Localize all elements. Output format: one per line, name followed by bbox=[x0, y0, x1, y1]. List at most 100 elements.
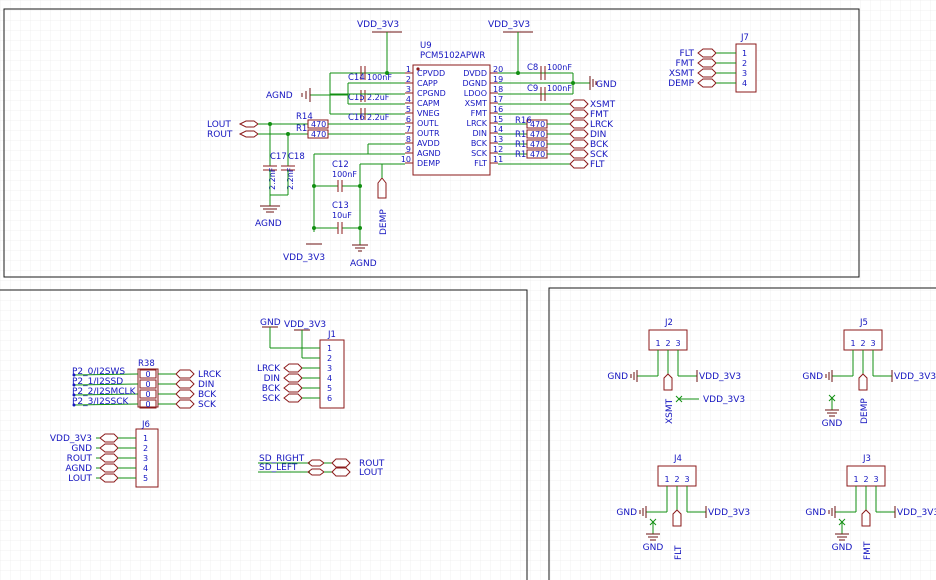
sd-port-lout[interactable] bbox=[331, 467, 351, 477]
switch-j2-vdd-label: VDD_3V3 bbox=[699, 372, 741, 382]
c8-ref: C8 bbox=[527, 63, 538, 73]
gnd-label-top-right: GND bbox=[596, 80, 617, 90]
u9-pin-name-capm: CAPM bbox=[417, 99, 440, 108]
c16-value: 2.2uF bbox=[367, 113, 390, 122]
res-sck-value: 470 bbox=[530, 150, 545, 159]
switch-j2-mid-port[interactable] bbox=[663, 373, 673, 391]
res-din-value: 470 bbox=[530, 130, 545, 139]
switch-j4-pin-2: 2 bbox=[674, 475, 679, 484]
j1-vdd-supply: VDD_3V3 bbox=[284, 320, 326, 359]
j6-pin-5: 5 bbox=[143, 474, 148, 483]
u9-pin-num-3: 3 bbox=[406, 85, 411, 94]
u9-pin-name-xsmt: XSMT bbox=[465, 99, 487, 108]
c13-ref: C13 bbox=[332, 201, 349, 211]
r38-port-1[interactable] bbox=[175, 379, 195, 389]
u9-part: PCM5102APWR bbox=[420, 51, 485, 61]
port-flt[interactable] bbox=[569, 159, 589, 169]
j1-gnd-label: GND bbox=[260, 318, 281, 328]
j6-label-agnd: AGND bbox=[65, 464, 92, 474]
c16-ref: C16 bbox=[348, 113, 365, 123]
u9-pin-num-2: 2 bbox=[406, 75, 411, 84]
port-bck[interactable] bbox=[569, 139, 589, 149]
j7-pin-4: 4 bbox=[742, 79, 747, 88]
agnd-label-left: AGND bbox=[266, 91, 293, 101]
r38-out-lrck: LRCK bbox=[198, 370, 222, 380]
switch-j3-vdd-label: VDD_3V3 bbox=[897, 508, 936, 518]
j7-ref: J7 bbox=[740, 33, 749, 43]
j6-label-vdd_3v3: VDD_3V3 bbox=[50, 434, 92, 444]
c8-value: 100nF bbox=[547, 63, 572, 72]
switch-j3-extra-label: GND bbox=[832, 543, 853, 553]
u9-pin-num-14: 14 bbox=[493, 125, 503, 134]
c18-value: 2.2nF bbox=[286, 167, 295, 190]
net-label-xsmt: XSMT bbox=[590, 100, 616, 110]
r38-port-2[interactable] bbox=[175, 389, 195, 399]
res-bck-value: 470 bbox=[530, 140, 545, 149]
demp-port[interactable]: DEMP bbox=[377, 164, 389, 235]
switch-j5-vdd-label: VDD_3V3 bbox=[894, 372, 936, 382]
j1-pin-5: 5 bbox=[327, 384, 332, 393]
cap-c16[interactable]: C16 2.2uF bbox=[348, 108, 390, 123]
net-label-bck: BCK bbox=[590, 140, 609, 150]
c17-value: 2.2nF bbox=[268, 167, 277, 190]
r38-port-3[interactable] bbox=[175, 399, 195, 409]
r38-port-0[interactable] bbox=[175, 369, 195, 379]
j1-pin-6: 6 bbox=[327, 394, 332, 403]
u9-pin-name-vneg: VNEG bbox=[417, 109, 440, 118]
j6-label-rout: ROUT bbox=[67, 454, 93, 464]
u9-pin-name-cpvdd: CPVDD bbox=[417, 69, 445, 78]
sd-out-rout: ROUT bbox=[359, 459, 385, 469]
u9-pin-num-6: 6 bbox=[406, 115, 411, 124]
j7-label-demp: DEMP bbox=[668, 79, 694, 89]
r38-value-2: 0 bbox=[145, 390, 150, 399]
c15-ref: C15 bbox=[348, 93, 365, 103]
switch-j5-pin-2: 2 bbox=[860, 339, 865, 348]
j7-label-xsmt: XSMT bbox=[669, 69, 695, 79]
cap-c13[interactable]: C13 10uF bbox=[332, 201, 352, 234]
cap-c14[interactable]: C14 100nF bbox=[348, 66, 392, 83]
u9-pin-name-capp: CAPP bbox=[417, 79, 438, 88]
cap-c8[interactable]: C8 100nF bbox=[527, 63, 572, 80]
r1-out-value: 470 bbox=[311, 130, 326, 139]
u9-pin-name-demp: DEMP bbox=[417, 159, 440, 168]
u9-pin-num-17: 17 bbox=[493, 95, 503, 104]
j6-pin-4: 4 bbox=[143, 464, 148, 473]
r38-out-bck: BCK bbox=[198, 390, 217, 400]
switch-j5-mid-label: DEMP bbox=[860, 398, 870, 424]
j1-label-din: DIN bbox=[264, 374, 280, 384]
cap-c12[interactable]: C12 100nF bbox=[332, 160, 357, 192]
port-fmt[interactable] bbox=[569, 109, 589, 119]
switch-j2-pin-3: 3 bbox=[675, 339, 680, 348]
u9-pin-name-fmt: FMT bbox=[471, 109, 488, 118]
port-sck[interactable] bbox=[569, 149, 589, 159]
sd-port-rout[interactable] bbox=[331, 458, 351, 468]
frame-switch-section bbox=[548, 287, 936, 580]
cap-c9[interactable]: C9 100nF bbox=[527, 84, 572, 101]
res-bck-ref: R1 bbox=[515, 140, 526, 150]
c13-value: 10uF bbox=[332, 211, 352, 220]
port-din[interactable] bbox=[569, 129, 589, 139]
switch-j5-mid-port[interactable] bbox=[858, 373, 868, 391]
j7-pin-1: 1 bbox=[742, 49, 747, 58]
switch-j5-gnd-label: GND bbox=[802, 372, 823, 382]
cap-c15[interactable]: C15 2.2uF bbox=[348, 90, 390, 103]
port-xsmt[interactable] bbox=[569, 99, 589, 109]
switch-j4-mid-port[interactable] bbox=[672, 509, 682, 527]
switch-j5-pin-1: 1 bbox=[850, 339, 855, 348]
r38-net-0: P2_0/I2SWS bbox=[72, 367, 125, 377]
j7-pin-2: 2 bbox=[742, 59, 747, 68]
port-lrck[interactable] bbox=[569, 119, 589, 129]
switch-j3-mid-port[interactable] bbox=[861, 509, 871, 527]
switch-j4-extra-label: GND bbox=[643, 543, 664, 553]
